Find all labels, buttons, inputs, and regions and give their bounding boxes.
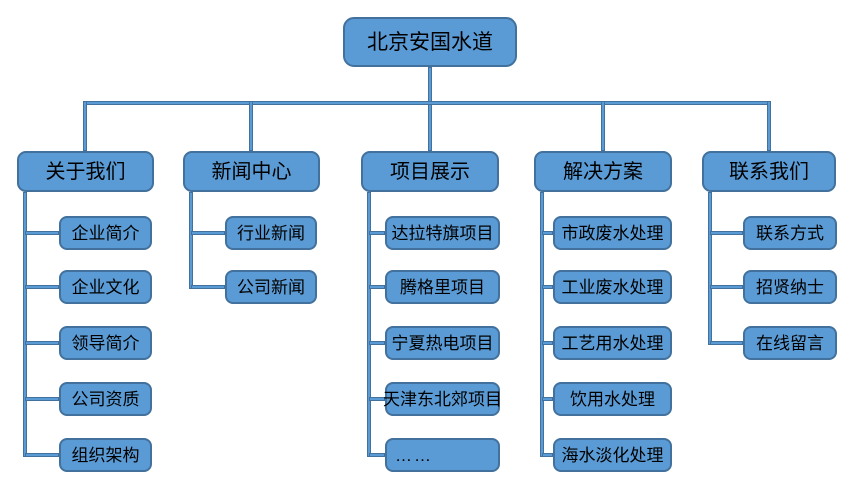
leaf-node-contact-us-2: 招贤纳士 xyxy=(743,270,837,304)
leaf-node-about-us-2: 企业文化 xyxy=(59,270,152,304)
leaf-node-solutions-4: 饮用水处理 xyxy=(553,382,672,416)
leaf-node-contact-us-1: 联系方式 xyxy=(743,216,837,250)
leaf-node-projects-3: 宁夏热电项目 xyxy=(385,326,500,360)
connector-stub-about-us-2 xyxy=(25,285,59,289)
connector-stub-projects-4 xyxy=(369,397,385,401)
leaf-node-about-us-3: 领导简介 xyxy=(59,326,152,360)
leaf-node-solutions-1: 市政废水处理 xyxy=(553,216,672,250)
connector-branch-drop-contact-us xyxy=(767,101,771,151)
leaf-node-about-us-1: 企业简介 xyxy=(59,216,152,250)
leaf-node-about-us-5: 组织架构 xyxy=(59,438,152,472)
connector-stub-solutions-4 xyxy=(542,397,553,401)
leaf-node-solutions-3: 工艺用水处理 xyxy=(553,326,672,360)
connector-spine-contact-us xyxy=(708,192,712,345)
connector-branch-drop-about-us xyxy=(83,101,87,151)
root-node: 北京安国水道 xyxy=(343,17,517,67)
leaf-node-solutions-5: 海水淡化处理 xyxy=(553,438,672,472)
connector-stub-contact-us-1 xyxy=(710,231,743,235)
leaf-node-news-center-1: 行业新闻 xyxy=(225,216,317,250)
connector-stub-news-center-2 xyxy=(191,285,225,289)
connector-stub-solutions-2 xyxy=(542,285,553,289)
branch-node-projects: 项目展示 xyxy=(361,151,499,192)
branch-node-about-us: 关于我们 xyxy=(17,151,154,192)
connector-stub-projects-2 xyxy=(369,285,385,289)
connector-stub-contact-us-3 xyxy=(710,341,743,345)
connector-stub-news-center-1 xyxy=(191,231,225,235)
connector-spine-news-center xyxy=(189,192,193,289)
connector-stub-about-us-4 xyxy=(25,397,59,401)
connector-stub-projects-3 xyxy=(369,341,385,345)
leaf-node-solutions-2: 工业废水处理 xyxy=(553,270,672,304)
leaf-node-news-center-2: 公司新闻 xyxy=(225,270,317,304)
connector-stub-projects-1 xyxy=(369,231,385,235)
connector-stub-solutions-5 xyxy=(542,453,553,457)
connector-stub-contact-us-2 xyxy=(710,285,743,289)
connector-branch-drop-news-center xyxy=(249,101,253,151)
leaf-node-projects-1: 达拉特旗项目 xyxy=(385,216,500,250)
leaf-node-projects-4: 天津东北郊项目 xyxy=(383,382,502,416)
connector-bus xyxy=(83,101,771,105)
branch-node-solutions: 解决方案 xyxy=(534,151,672,192)
leaf-node-projects-5: …… xyxy=(385,438,500,472)
leaf-node-about-us-4: 公司资质 xyxy=(59,382,152,416)
connector-stub-solutions-3 xyxy=(542,341,553,345)
connector-stub-solutions-1 xyxy=(542,231,553,235)
branch-node-contact-us: 联系我们 xyxy=(702,151,836,192)
branch-node-news-center: 新闻中心 xyxy=(183,151,320,192)
leaf-node-projects-2: 腾格里项目 xyxy=(385,270,500,304)
leaf-node-contact-us-3: 在线留言 xyxy=(743,326,837,360)
connector-stub-about-us-5 xyxy=(25,453,59,457)
connector-stub-projects-5 xyxy=(369,453,385,457)
connector-stub-about-us-1 xyxy=(25,231,59,235)
connector-branch-drop-solutions xyxy=(601,101,605,151)
connector-root-drop xyxy=(428,67,432,151)
connector-stub-about-us-3 xyxy=(25,341,59,345)
